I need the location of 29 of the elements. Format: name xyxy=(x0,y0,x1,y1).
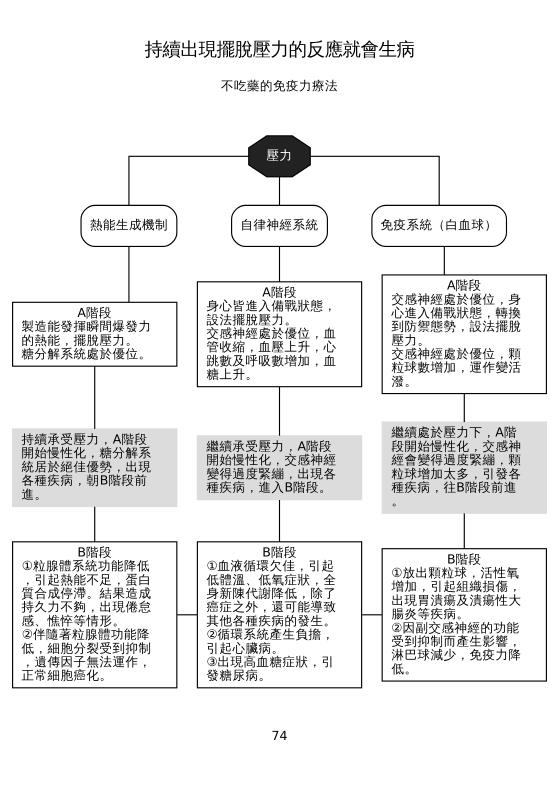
connector xyxy=(128,246,130,302)
node-box: 持續承受壓力，A階段開始慢性化，糖分解系統居於絕佳優勢，出現各種疾病，朝B階段前進。 xyxy=(12,428,178,508)
diagram-title: 持續出現擺脫壓力的反應就會生病 xyxy=(144,40,414,61)
connector xyxy=(278,500,280,542)
connector xyxy=(310,156,440,206)
connector xyxy=(444,246,445,275)
node-box: 自律神經系統 xyxy=(231,204,328,247)
connector xyxy=(278,177,280,206)
node-box: 免疫系統（白血球） xyxy=(371,204,508,247)
node-box: 繼續承受壓力，A階段開始慢性化，交感神經變得過度緊繃，出現各種疾病，進入B階段。 xyxy=(196,435,362,500)
connector xyxy=(128,156,249,206)
connector xyxy=(278,246,280,282)
node-box: 熱能生成機制 xyxy=(80,204,178,247)
node-box: A階段 製造能發揮瞬間爆發力的熱能，擺脫壓力。 糖分解系統處於優位。 xyxy=(12,302,178,367)
node-box: B階段 ①血液循環欠佳，引起低體溫、低氧症狀，全身新陳代謝降低，除了癌症之外，還可能導致其他各種疾病的發生。 ②循環系統產生負擔，引起心臟病。 ③出現高血糖症狀，引發糖尿病。 xyxy=(196,541,362,688)
label: 不吃藥的免疫力療法 xyxy=(221,78,338,93)
label: 74 xyxy=(272,728,288,744)
connector xyxy=(278,387,280,436)
node-box: A階段 身心皆進入備戰狀態，設法擺脫壓力。 交感神經處於優位，血管收縮，血壓上升，心跳數及呼吸數增加，血糖上升。 xyxy=(196,281,362,388)
connector xyxy=(464,513,465,549)
node-box: B階段 ①粒腺體系統功能降低，引起熱能不足，蛋白質合成停滯。結果造成持久力不夠，出現倦怠感、憔悴等情形。 ②伴隨著粒腺體功能降低，細胞分裂受到抑制，遺傳因子無法運作，正常細胞癌化。 xyxy=(12,541,178,688)
connector xyxy=(94,366,96,429)
connector xyxy=(362,614,382,616)
connector xyxy=(464,394,465,422)
connector xyxy=(177,614,198,616)
node-box: A階段 交感神經處於優位，身心進入備戰狀態，轉換到防禦態勢，設法擺脫壓力。 交感神經處於優位，顆粒球數增加，運作變活潑。 xyxy=(382,274,547,394)
node-box: B階段 ①放出顆粒球，活性氧增加，引起組織損傷，出現胃潰瘍及潰瘍性大腸炎等疾病。 ②因副交感神經的功能受到抑制而產生影響，淋巴球減少，免疫力降低。 xyxy=(382,548,547,682)
node-box: 繼續處於壓力下，A階段開始慢性化，交感神經會變得過度緊繃，顆粒球增加太多，引發各種疾病，往B階段前進。 xyxy=(382,422,547,514)
connector xyxy=(94,506,96,542)
